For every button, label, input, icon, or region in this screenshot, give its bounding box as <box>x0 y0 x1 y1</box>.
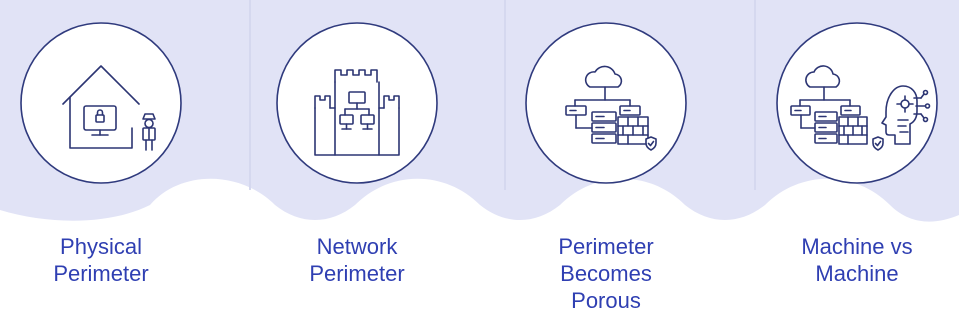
stage-label-1: Physical Perimeter <box>1 233 201 287</box>
label-line: Machine vs <box>801 234 913 259</box>
label-line: Porous <box>571 288 641 313</box>
stage-circle-3 <box>525 22 687 184</box>
label-line: Becomes <box>560 261 652 286</box>
stage-circle-1 <box>20 22 182 184</box>
stage-label-2: Network Perimeter <box>257 233 457 287</box>
label-line: Perimeter <box>309 261 405 286</box>
house-guard-icon <box>62 65 156 151</box>
label-line: Machine <box>815 261 899 286</box>
stage-label-3: Perimeter Becomes Porous <box>506 233 706 314</box>
stage-circle-2 <box>276 22 438 184</box>
stage-circle-4 <box>776 22 938 184</box>
label-line: Perimeter <box>53 261 149 286</box>
label-line: Perimeter <box>558 234 654 259</box>
label-line: Network <box>316 234 398 259</box>
stage-label-4: Machine vs Machine <box>757 233 957 287</box>
cloud-firewall-icon <box>565 65 657 151</box>
cloud-firewall-ai-icon <box>790 65 931 151</box>
label-line: Physical <box>60 234 142 259</box>
castle-network-icon <box>314 69 400 156</box>
